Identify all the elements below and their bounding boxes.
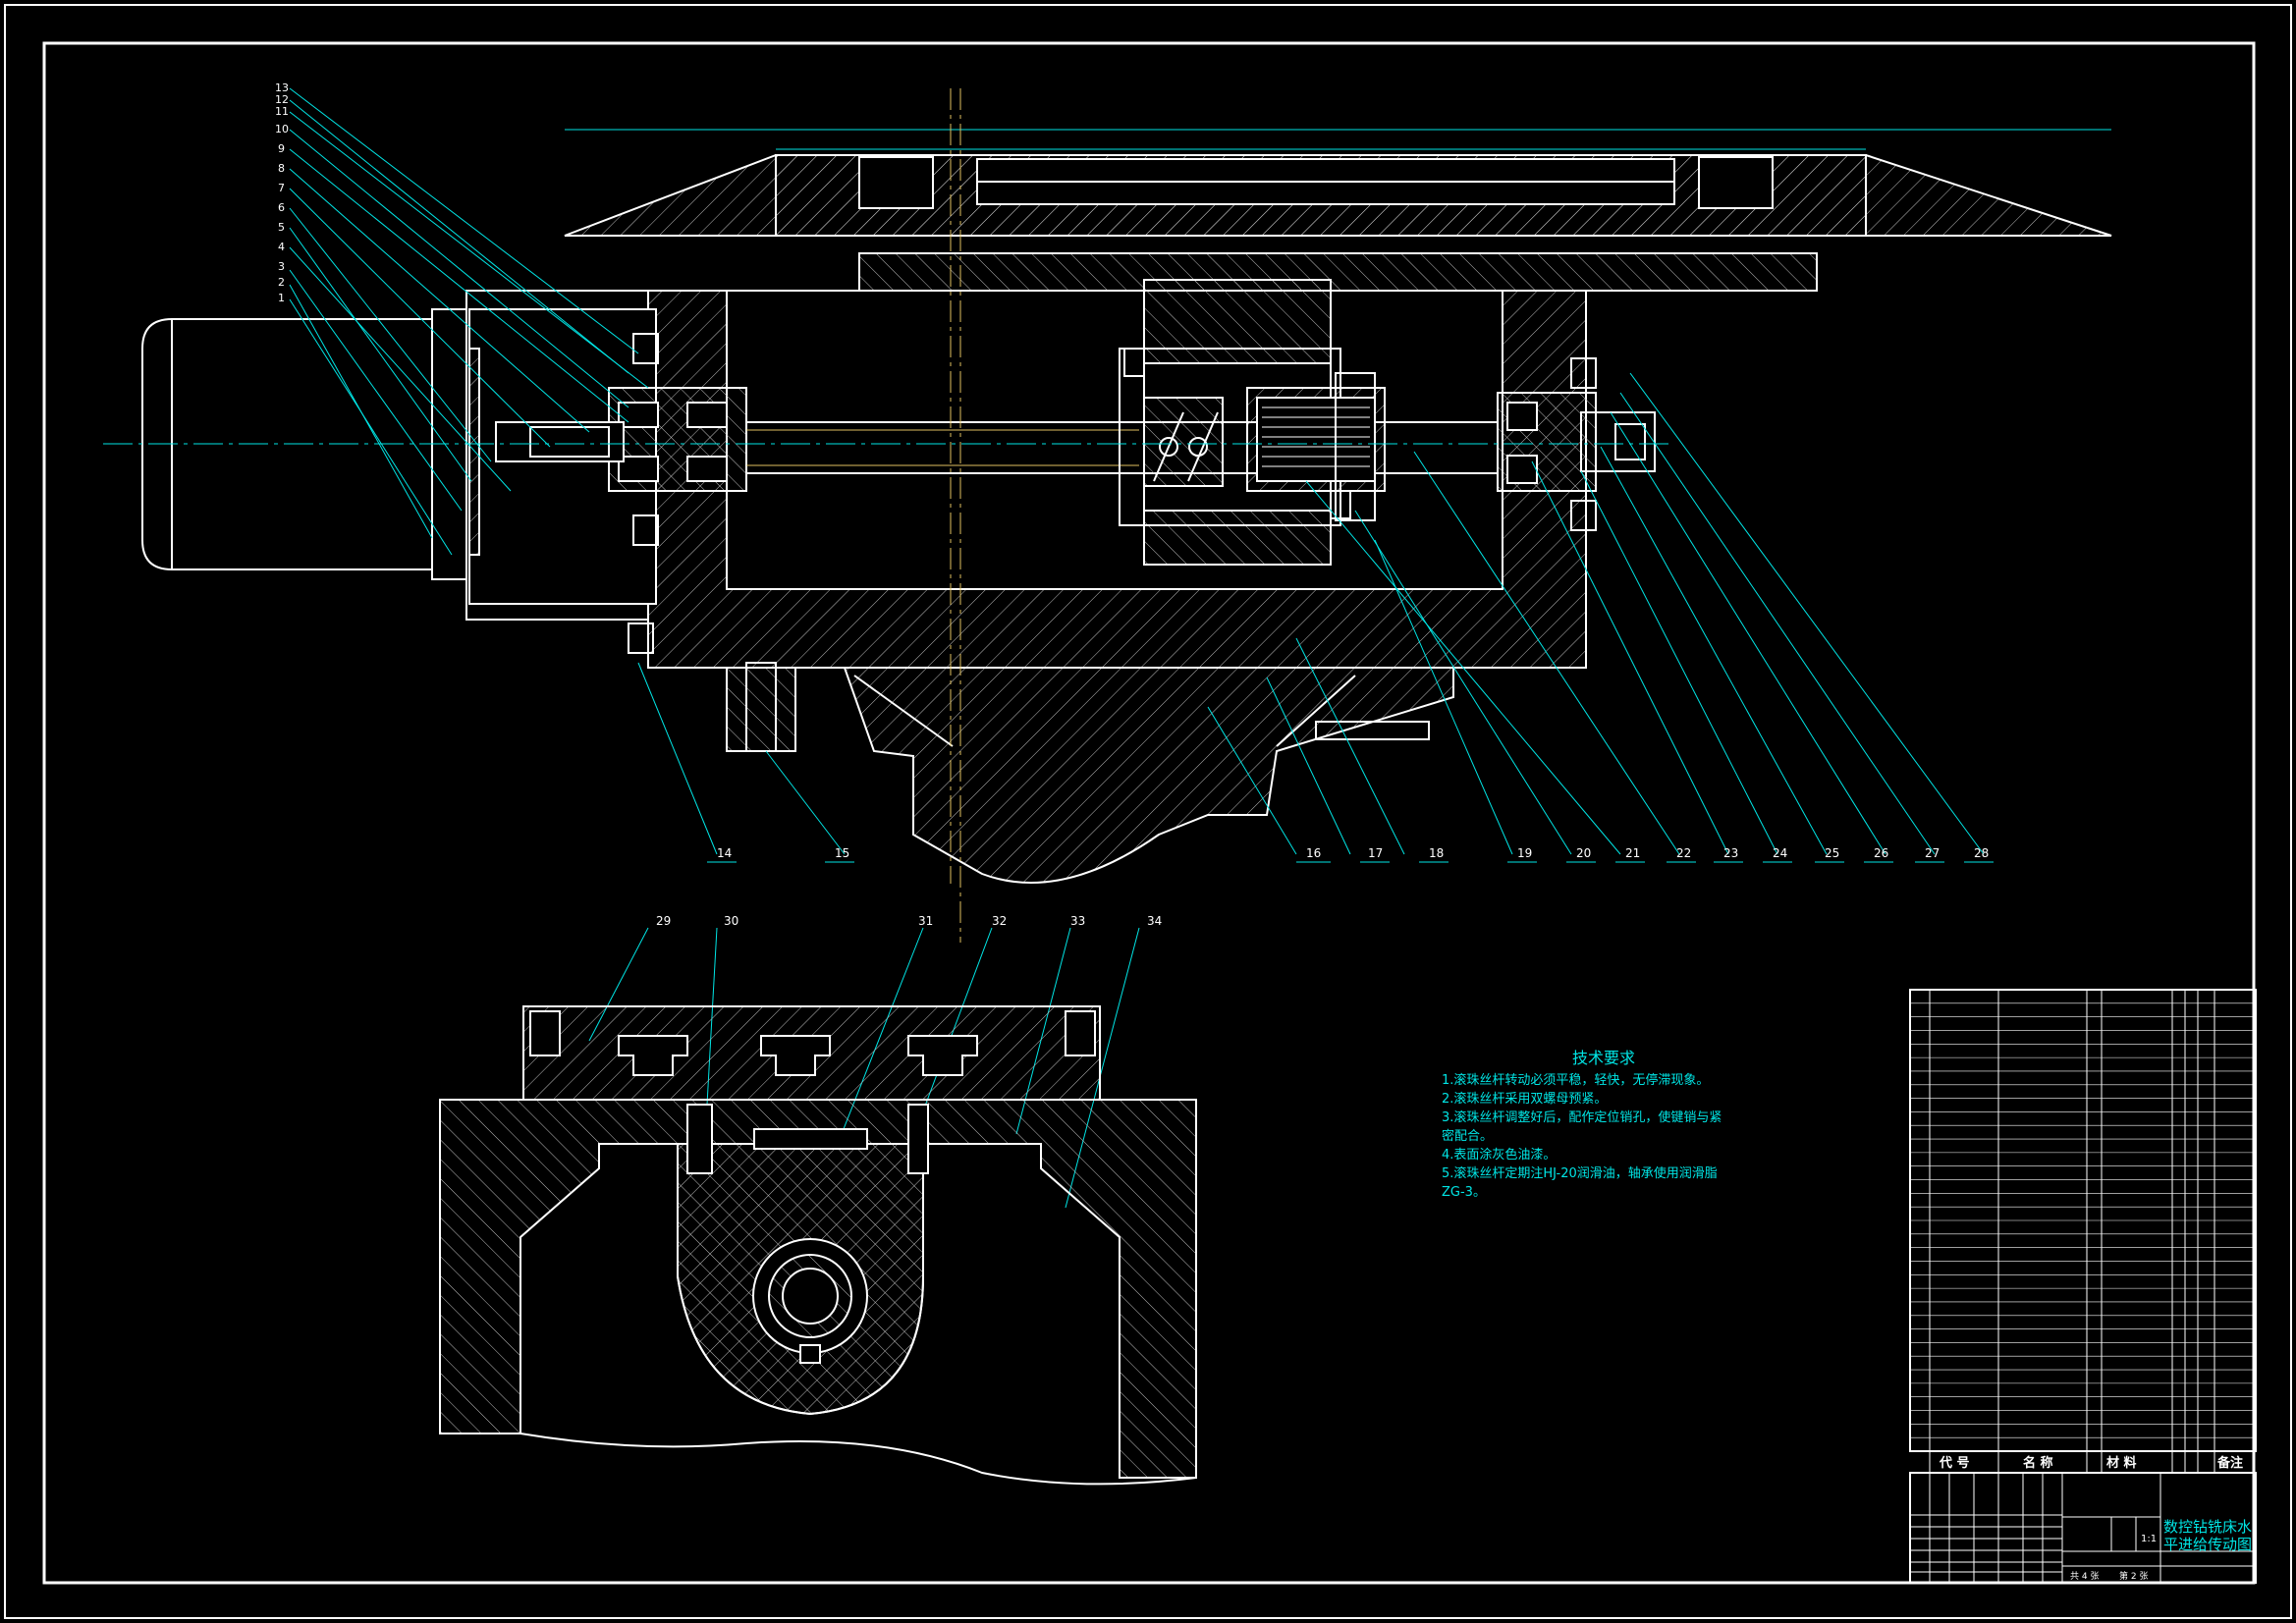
tech-req-line-1: 1.滚珠丝杆转动必须平稳，轻快，无停滞现象。 bbox=[1442, 1073, 1710, 1088]
tech-req-line-6: 5.滚珠丝杆定期注HJ-20润滑油，轴承使用润滑脂 bbox=[1442, 1166, 1718, 1181]
callout-29: 29 bbox=[656, 914, 671, 928]
callout-22: 22 bbox=[1676, 846, 1691, 860]
callout-2: 2 bbox=[278, 276, 285, 289]
callouts-top-left: 13 12 11 10 9 8 7 6 5 4 3 2 1 bbox=[275, 81, 289, 304]
callout-21: 21 bbox=[1625, 846, 1640, 860]
callout-19: 19 bbox=[1517, 846, 1532, 860]
callout-26: 26 bbox=[1874, 846, 1888, 860]
callout-32: 32 bbox=[992, 914, 1007, 928]
callout-1: 1 bbox=[278, 292, 285, 304]
callout-10: 10 bbox=[275, 123, 289, 135]
bom-header-remark: 备注 bbox=[2216, 1455, 2243, 1471]
callout-11: 11 bbox=[275, 105, 289, 118]
callout-14: 14 bbox=[717, 846, 732, 860]
callout-6: 6 bbox=[278, 201, 285, 214]
leader-lines bbox=[289, 87, 1985, 1209]
saddle-housing bbox=[647, 279, 1587, 884]
inner-border bbox=[42, 41, 2256, 1585]
tech-req-line-2: 2.滚珠丝杆采用双螺母预紧。 bbox=[1442, 1092, 1608, 1107]
callout-16: 16 bbox=[1306, 846, 1321, 860]
callout-3: 3 bbox=[278, 260, 285, 273]
callout-27: 27 bbox=[1925, 846, 1940, 860]
technical-requirements-title: 技术要求 bbox=[1571, 1049, 1635, 1067]
callout-4: 4 bbox=[278, 241, 285, 253]
drawing-title-line1: 数控钻铣床水 bbox=[2163, 1518, 2252, 1536]
callout-5: 5 bbox=[278, 221, 285, 234]
drawing-title-line2: 平进给传动图 bbox=[2163, 1536, 2252, 1553]
scale-value: 1:1 bbox=[2141, 1534, 2157, 1544]
callout-7: 7 bbox=[278, 182, 285, 194]
tech-req-line-5: 4.表面涂灰色油漆。 bbox=[1442, 1148, 1557, 1163]
outer-border bbox=[4, 4, 2292, 1619]
centerlines bbox=[103, 88, 1669, 943]
tech-req-line-4: 密配合。 bbox=[1442, 1129, 1494, 1144]
tech-req-line-7: ZG-3。 bbox=[1442, 1185, 1486, 1200]
callout-15: 15 bbox=[835, 846, 849, 860]
sheet-count: 共 4 张 bbox=[2070, 1571, 2099, 1582]
title-block bbox=[1909, 1472, 2257, 1584]
ball-nut bbox=[1119, 348, 1386, 526]
bom-header: 代 号 名 称 材 料 备注 bbox=[1939, 1455, 2243, 1471]
right-bearing-assembly bbox=[745, 357, 1656, 752]
callout-28: 28 bbox=[1974, 846, 1989, 860]
callout-33: 33 bbox=[1070, 914, 1085, 928]
callout-25: 25 bbox=[1825, 846, 1839, 860]
callout-31: 31 bbox=[918, 914, 933, 928]
technical-requirements: 技术要求 1.滚珠丝杆转动必须平稳，轻快，无停滞现象。 2.滚珠丝杆采用双螺母预… bbox=[1442, 1049, 1766, 1202]
section-view bbox=[439, 1005, 1197, 1486]
bom-header-code: 代 号 bbox=[1939, 1455, 1970, 1471]
callout-20: 20 bbox=[1576, 846, 1591, 860]
callout-9: 9 bbox=[278, 142, 285, 155]
callouts-bottom: 14 15 16 17 18 19 20 21 22 23 24 25 26 2… bbox=[717, 846, 1989, 860]
callout-8: 8 bbox=[278, 162, 285, 175]
callout-34: 34 bbox=[1147, 914, 1162, 928]
sheet-number: 第 2 张 bbox=[2119, 1570, 2148, 1582]
callout-13: 13 bbox=[275, 81, 289, 94]
bom-header-name: 名 称 bbox=[2023, 1455, 2053, 1471]
bom-table-grid bbox=[1909, 989, 2257, 1474]
callout-12: 12 bbox=[275, 93, 289, 106]
bom-header-material: 材 料 bbox=[2106, 1455, 2137, 1471]
worktable bbox=[564, 129, 2112, 292]
tech-req-line-3: 3.滚珠丝杆调整好后，配作定位销孔，使键销与紧 bbox=[1442, 1110, 1722, 1125]
bom-row-lines bbox=[1910, 1002, 2256, 1438]
callout-24: 24 bbox=[1773, 846, 1787, 860]
callout-23: 23 bbox=[1723, 846, 1738, 860]
callout-17: 17 bbox=[1368, 846, 1383, 860]
callout-18: 18 bbox=[1429, 846, 1444, 860]
callout-30: 30 bbox=[724, 914, 738, 928]
title-block-text: 数控钻铣床水 平进给传动图 1:1 共 4 张 第 2 张 bbox=[2070, 1518, 2252, 1582]
left-bearing-assembly bbox=[495, 333, 747, 654]
callouts-section: 29 30 31 32 33 34 bbox=[656, 914, 1162, 928]
